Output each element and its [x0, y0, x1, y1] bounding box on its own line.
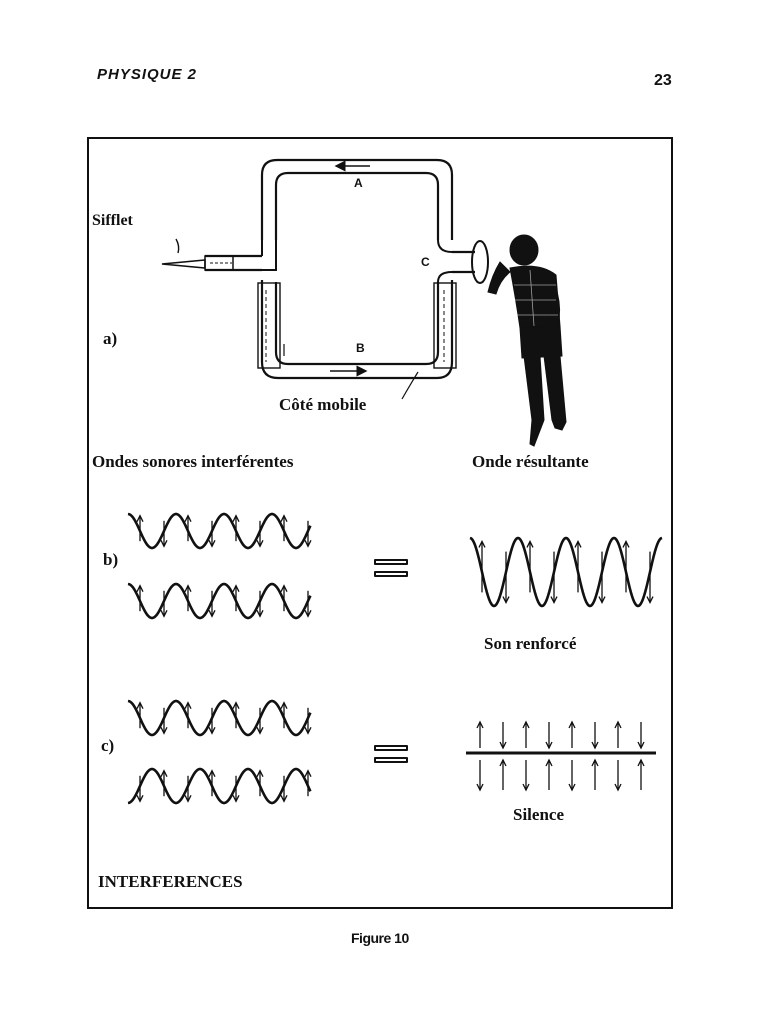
wave-c-top-arrow-head: [160, 727, 168, 735]
figure-caption: Figure 10: [351, 930, 409, 946]
silence-arrow-up-head: [522, 720, 530, 729]
wave-b-top-arrow-head: [232, 514, 240, 522]
path-c-label: C: [421, 255, 430, 269]
wave-b-bottom-arrow-head: [208, 610, 216, 618]
wave-c-top-arrow-head: [280, 701, 288, 709]
wave-b-result-arrow-head: [574, 539, 582, 548]
wave-b-bottom-arrow-head: [256, 610, 264, 618]
wave-b-top-arrow-head: [184, 514, 192, 522]
wave-c-bottom-arrow-head: [136, 795, 144, 803]
listener-figure: [487, 234, 567, 447]
wave-b-top-arrow-head: [280, 514, 288, 522]
page-header-title: PHYSIQUE 2: [97, 66, 198, 83]
equals-sign-c: [374, 745, 408, 763]
figure-frame: [87, 137, 673, 909]
wave-b-bottom-arrow-head: [184, 584, 192, 592]
part-b-marker: b): [103, 550, 119, 569]
wave-c-top-arrow-head: [232, 701, 240, 709]
wave-b-bottom-arrow-head: [304, 610, 312, 618]
wave-arrows: [136, 514, 654, 803]
path-b-label: B: [356, 341, 365, 355]
silence-arrow-up-head: [545, 758, 553, 767]
tube-outer: [260, 158, 454, 240]
path-a-label: A: [354, 176, 363, 190]
silence-arrow-down-head: [591, 741, 599, 750]
wave-b-bottom-arrow-head: [280, 584, 288, 592]
wave-b-top-arrow-head: [160, 540, 168, 548]
silence-arrow-down-head: [614, 783, 622, 792]
wave-c-top-arrow-head: [256, 727, 264, 735]
wave-b-top: [127, 512, 312, 550]
wave-c-top-arrow-head: [304, 727, 312, 735]
wave-b-result-arrow-head: [598, 596, 606, 605]
page-number: 23: [654, 72, 672, 89]
sifflet-label: Sifflet: [92, 212, 133, 229]
wave-c-bottom-arrow-head: [160, 769, 168, 777]
wave-b-result-arrow-head: [646, 596, 654, 605]
equals-sign-b: [374, 559, 408, 577]
wave-drawings: [127, 512, 663, 805]
wave-b-result: [469, 536, 663, 608]
part-c-marker: c): [101, 736, 115, 755]
wave-b-result-arrow-head: [526, 539, 534, 548]
silence-arrow-down-head: [522, 783, 530, 792]
silence-arrow-up-head: [614, 720, 622, 729]
wave-c-top: [127, 699, 312, 737]
wave-b-bottom: [127, 582, 312, 620]
wave-b-result-arrow-head: [478, 539, 486, 548]
wave-b-top-arrow-head: [304, 540, 312, 548]
heading-interfering-waves: Ondes sonores interférentes: [92, 452, 294, 471]
silence-label: Silence: [513, 805, 564, 824]
wave-b-top-arrow-head: [208, 540, 216, 548]
silence-arrow-up-head: [591, 758, 599, 767]
wave-b-result-arrow-head: [550, 596, 558, 605]
silence-arrow-up-head: [637, 758, 645, 767]
tube-inner: [274, 171, 440, 240]
cote-mobile-label: Côté mobile: [279, 395, 367, 414]
wave-b-bottom-arrow-head: [136, 584, 144, 592]
wave-c-top-arrow-head: [208, 727, 216, 735]
tube-lower-inner: [274, 282, 440, 366]
silence-arrow-down-head: [568, 783, 576, 792]
tube-apparatus: [161, 158, 489, 400]
wave-c-bottom-arrow-head: [304, 769, 312, 777]
wave-c-bottom-arrow-head: [184, 795, 192, 803]
silence-arrow-down-head: [637, 741, 645, 750]
wave-c-bottom-arrow-head: [208, 769, 216, 777]
wave-b-top-arrow-head: [256, 540, 264, 548]
wave-c-bottom: [127, 767, 312, 805]
silence-arrow-up-head: [499, 758, 507, 767]
wave-b-result-arrow-head: [502, 596, 510, 605]
wave-b-result-arrow-head: [622, 539, 630, 548]
part-a-marker: a): [103, 329, 118, 348]
wave-c-top-arrow-head: [184, 701, 192, 709]
silence-arrow-up-head: [568, 720, 576, 729]
silence-arrow-down-head: [499, 741, 507, 750]
wave-c-bottom-arrow-head: [280, 795, 288, 803]
son-renforce-label: Son renforcé: [484, 634, 577, 653]
heading-resulting-wave: Onde résultante: [472, 452, 589, 471]
wave-c-top-arrow-head: [136, 701, 144, 709]
silence-arrow-up-head: [476, 720, 484, 729]
silence-arrow-down-head: [476, 783, 484, 792]
wave-c-bottom-arrow-head: [256, 769, 264, 777]
wave-b-top-arrow-head: [136, 514, 144, 522]
interferences-label: INTERFERENCES: [98, 872, 243, 891]
wave-c-bottom-arrow-head: [232, 795, 240, 803]
wave-b-bottom-arrow-head: [160, 610, 168, 618]
silence-arrow-down-head: [545, 741, 553, 750]
wave-b-bottom-arrow-head: [232, 584, 240, 592]
